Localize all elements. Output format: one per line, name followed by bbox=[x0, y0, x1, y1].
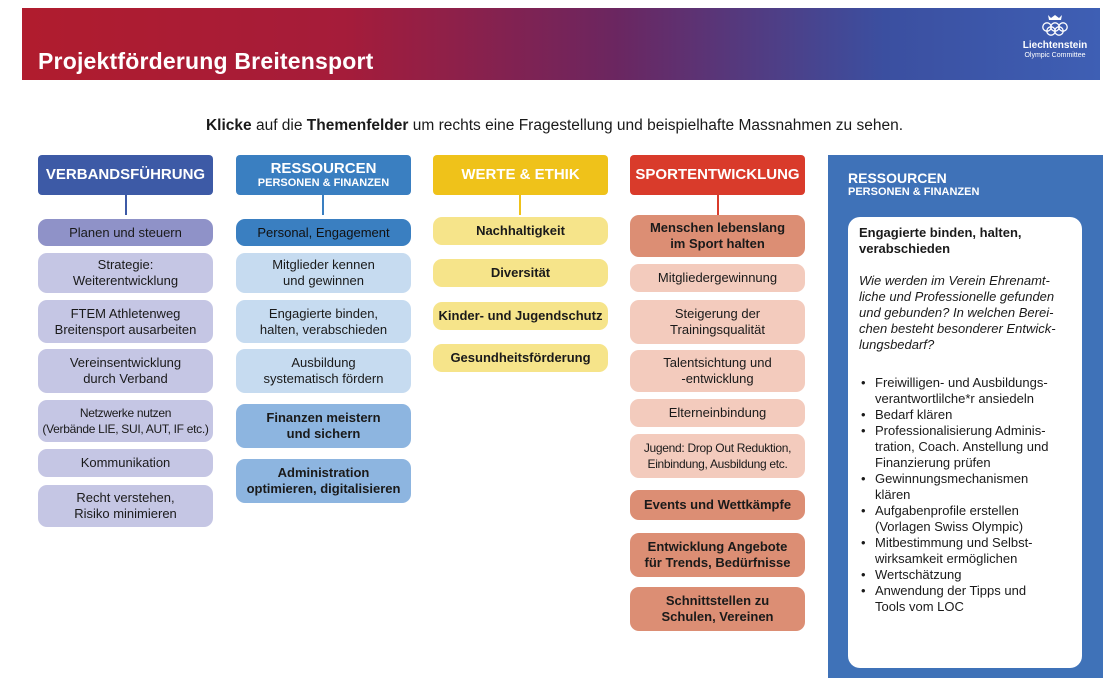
item-gesundheitsfoerderung[interactable]: Gesundheitsförderung bbox=[433, 344, 608, 372]
item-personal-engagement[interactable]: Personal, Engagement bbox=[236, 219, 411, 246]
column-subtitle: PERSONEN & FINANZEN bbox=[257, 176, 390, 189]
column-header-verbandsfuehrung[interactable]: VERBANDSFÜHRUNG bbox=[38, 155, 213, 195]
logo-text-line1: Liechtenstein bbox=[1022, 40, 1088, 51]
item-entwicklung-angebote[interactable]: Entwicklung Angebote für Trends, Bedürfn… bbox=[630, 533, 805, 577]
item-mitgliedergewinnung[interactable]: Mitgliedergewinnung bbox=[630, 264, 805, 292]
item-kommunikation[interactable]: Kommunikation bbox=[38, 449, 213, 477]
panel-title: RESSOURCEN bbox=[848, 170, 947, 186]
instruction-bold-themenfelder: Themenfelder bbox=[306, 117, 409, 134]
list-item: Mitbestimmung und Selbst- wirksamkeit er… bbox=[859, 535, 1072, 567]
list-item: Anwendung der Tipps und Tools vom LOC bbox=[859, 583, 1072, 615]
item-netzwerke-nutzen[interactable]: Netzwerke nutzen (Verbände LIE, SUI, AUT… bbox=[38, 400, 213, 442]
connector-line bbox=[125, 195, 127, 215]
item-menschen-lebenslang[interactable]: Menschen lebenslang im Sport halten bbox=[630, 215, 805, 257]
panel-measures-list: Freiwilligen- und Ausbildungs- verantwor… bbox=[859, 375, 1072, 615]
item-events-wettkaempfe[interactable]: Events und Wettkämpfe bbox=[630, 490, 805, 520]
item-ausbildung[interactable]: Ausbildung systematisch fördern bbox=[236, 349, 411, 393]
olympic-rings-icon bbox=[1042, 15, 1068, 36]
instruction-text-1: auf die bbox=[251, 117, 307, 134]
page-title: Projektförderung Breitensport bbox=[38, 48, 374, 74]
panel-header: RESSOURCEN PERSONEN & FINANZEN bbox=[848, 171, 979, 199]
item-planen-und-steuern[interactable]: Planen und steuern bbox=[38, 219, 213, 246]
instruction-bold-klicke: Klicke bbox=[205, 117, 252, 134]
list-item: Professionalisierung Adminis- tration, C… bbox=[859, 423, 1072, 471]
item-engagierte-binden[interactable]: Engagierte binden, halten, verabschieden bbox=[236, 300, 411, 343]
item-finanzen-meistern[interactable]: Finanzen meistern und sichern bbox=[236, 404, 411, 448]
column-title: VERBANDSFÜHRUNG bbox=[45, 166, 206, 183]
connector-line bbox=[717, 195, 719, 215]
item-jugend-drop-out[interactable]: Jugend: Drop Out Reduktion, Einbindung, … bbox=[630, 434, 805, 478]
connector-line bbox=[322, 195, 324, 215]
column-title: WERTE & ETHIK bbox=[461, 166, 580, 183]
item-administration[interactable]: Administration optimieren, digitalisiere… bbox=[236, 459, 411, 503]
connector-line bbox=[519, 195, 521, 215]
panel-question: Wie werden im Verein Ehrenamt- liche und… bbox=[859, 273, 1056, 352]
item-diversitaet[interactable]: Diversität bbox=[433, 259, 608, 287]
item-talentsichtung[interactable]: Talentsichtung und -entwicklung bbox=[630, 350, 805, 392]
detail-panel: RESSOURCEN PERSONEN & FINANZEN Engagiert… bbox=[828, 155, 1103, 678]
panel-subtitle: PERSONEN & FINANZEN bbox=[848, 186, 980, 198]
instruction-text: Klicke auf die Themenfelder um rechts ei… bbox=[0, 117, 1109, 135]
list-item: Freiwilligen- und Ausbildungs- verantwor… bbox=[859, 375, 1072, 407]
item-ftem-athletenweg[interactable]: FTEM Athletenweg Breitensport ausarbeite… bbox=[38, 300, 213, 343]
item-nachhaltigkeit[interactable]: Nachhaltigkeit bbox=[433, 217, 608, 245]
column-title: SPORTENTWICKLUNG bbox=[635, 166, 800, 183]
logo-text-line2: Olympic Committee bbox=[1024, 52, 1086, 59]
list-item: Aufgabenprofile erstellen (Vorlagen Swis… bbox=[859, 503, 1072, 535]
list-item: Bedarf klären bbox=[859, 407, 1072, 423]
list-item: Wertschätzung bbox=[859, 567, 1072, 583]
olympic-logo: Liechtenstein Olympic Committee bbox=[1020, 12, 1090, 60]
panel-card-title: Engagierte binden, halten, verabschieden bbox=[859, 225, 1022, 256]
instruction-text-2: um rechts eine Fragestellung und beispie… bbox=[408, 117, 904, 134]
item-trainingsqualitaet[interactable]: Steigerung der Trainingsqualität bbox=[630, 300, 805, 344]
item-vereinsentwicklung[interactable]: Vereinsentwicklung durch Verband bbox=[38, 349, 213, 393]
column-header-ressourcen[interactable]: RESSOURCEN PERSONEN & FINANZEN bbox=[236, 155, 411, 195]
panel-card: Engagierte binden, halten, verabschieden… bbox=[848, 217, 1082, 668]
item-recht-verstehen[interactable]: Recht verstehen, Risiko minimieren bbox=[38, 485, 213, 527]
column-header-werte-ethik[interactable]: WERTE & ETHIK bbox=[433, 155, 608, 195]
column-title: RESSOURCEN bbox=[270, 159, 377, 177]
item-elterneinbindung[interactable]: Elterneinbindung bbox=[630, 399, 805, 427]
item-kinder-jugendschutz[interactable]: Kinder- und Jugendschutz bbox=[433, 302, 608, 330]
item-schnittstellen[interactable]: Schnittstellen zu Schulen, Vereinen bbox=[630, 587, 805, 631]
header-banner: Projektförderung Breitensport Liechtenst… bbox=[22, 8, 1100, 80]
column-header-sportentwicklung[interactable]: SPORTENTWICKLUNG bbox=[630, 155, 805, 195]
item-strategie[interactable]: Strategie: Weiterentwicklung bbox=[38, 253, 213, 293]
list-item: Gewinnungsmechanismen klären bbox=[859, 471, 1072, 503]
item-mitglieder-kennen[interactable]: Mitglieder kennen und gewinnen bbox=[236, 253, 411, 293]
